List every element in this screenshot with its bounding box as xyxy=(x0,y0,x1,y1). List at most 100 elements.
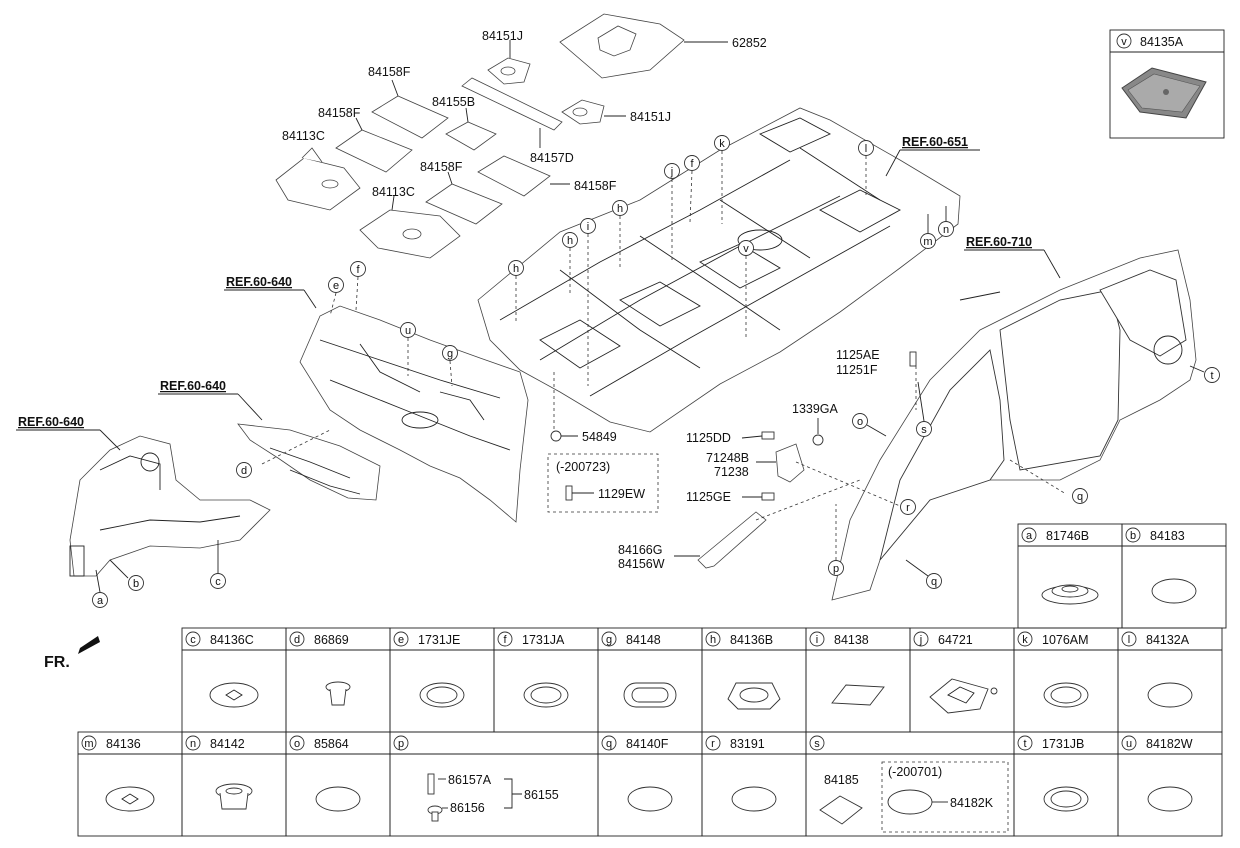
ref-60-640-b: REF.60-640 xyxy=(160,379,226,393)
svg-text:u: u xyxy=(405,325,411,337)
svg-text:k: k xyxy=(719,138,725,150)
part-image-p xyxy=(427,773,435,795)
callout-h1: h xyxy=(508,260,524,322)
callout-k: k xyxy=(714,135,730,224)
callout-d: d xyxy=(236,462,252,478)
table-letter: r xyxy=(711,738,715,750)
part-image-c xyxy=(209,682,259,708)
svg-text:d: d xyxy=(241,465,247,477)
label-200701: (-200701) xyxy=(888,765,942,779)
table-letter: u xyxy=(1126,738,1132,750)
label-1125AE: 1125AE xyxy=(836,348,880,362)
label-1125GE: 1125GE xyxy=(686,490,731,504)
callout-p: p xyxy=(828,504,844,576)
svg-text:b: b xyxy=(133,578,139,590)
callout-n: n xyxy=(938,206,954,237)
table-part: 81746B xyxy=(1046,529,1089,543)
svg-text:h: h xyxy=(567,235,573,247)
label-84185: 84185 xyxy=(824,773,859,787)
svg-text:h: h xyxy=(617,203,623,215)
label-84157D: 84157D xyxy=(530,151,574,165)
label-54849: 54849 xyxy=(582,430,617,444)
label-84158F-2: 84158F xyxy=(318,106,361,120)
svg-text:m: m xyxy=(923,236,932,248)
label-11251F: 11251F xyxy=(836,363,878,377)
callout-i: i xyxy=(580,218,596,386)
ref-60-710: REF.60-710 xyxy=(966,235,1032,249)
front-side-member xyxy=(69,435,271,577)
svg-text:84135A: 84135A xyxy=(1140,35,1184,49)
label-86155: 86155 xyxy=(524,788,559,802)
label-84151J-top: 84151J xyxy=(482,29,523,43)
part-image-s xyxy=(819,795,863,825)
table-letter: g xyxy=(606,634,612,646)
table-part: 84183 xyxy=(1150,529,1185,543)
table-letter: h xyxy=(710,634,716,646)
table-part: 85864 xyxy=(314,737,349,751)
table-part: 84138 xyxy=(834,633,869,647)
table-letter: a xyxy=(1026,530,1033,542)
callout-c: c xyxy=(210,540,226,589)
label-84158F-3: 84158F xyxy=(420,160,463,174)
table-part: 83191 xyxy=(730,737,765,751)
table-letter: t xyxy=(1023,738,1026,750)
table-letter: n xyxy=(190,738,196,750)
callout-q1: q xyxy=(1072,488,1088,504)
floor-pads xyxy=(275,13,728,259)
svg-text:s: s xyxy=(921,424,927,436)
table-part: 64721 xyxy=(938,633,973,647)
callout-s: s xyxy=(916,381,932,437)
cowl-member xyxy=(237,423,381,501)
svg-text:a: a xyxy=(97,595,104,607)
part-image-b xyxy=(1151,578,1197,604)
label-71248B: 71248B xyxy=(706,451,749,465)
svg-text:h: h xyxy=(513,263,519,275)
table-letter: j xyxy=(919,634,922,646)
front-arrow-icon: FR. xyxy=(44,636,100,671)
svg-text:v: v xyxy=(743,243,749,255)
callout-r: r xyxy=(900,499,916,515)
svg-text:p: p xyxy=(833,563,839,575)
table-letter: m xyxy=(84,738,93,750)
letter-callouts: a b c d e f u g h h i h j f k l v m n o … xyxy=(92,135,1220,608)
table-letter: o xyxy=(294,738,300,750)
table-letter: p xyxy=(398,738,404,750)
callout-b: b xyxy=(109,559,144,591)
dash-panel xyxy=(299,305,529,523)
table-letter: l xyxy=(1128,634,1130,646)
table-part: 84182W xyxy=(1146,737,1193,751)
svg-text:c: c xyxy=(215,576,221,588)
label-84158F-1: 84158F xyxy=(368,65,411,79)
callout-f2: f xyxy=(684,155,700,223)
table-part: 84136C xyxy=(210,633,254,647)
svg-text:v: v xyxy=(1121,36,1127,48)
label-71238: 71238 xyxy=(714,465,749,479)
callout-g: g xyxy=(442,345,458,387)
svg-text:j: j xyxy=(670,166,673,178)
table-letter: s xyxy=(814,738,820,750)
callout-h2: h xyxy=(562,232,578,296)
svg-text:t: t xyxy=(1210,370,1213,382)
label-1125DD: 1125DD xyxy=(686,431,731,445)
table-part: 84132A xyxy=(1146,633,1190,647)
svg-text:n: n xyxy=(943,224,949,236)
part-image-i xyxy=(831,684,885,706)
callout-j: j xyxy=(664,163,680,262)
label-1129EW: 1129EW xyxy=(598,487,645,501)
callout-h3: h xyxy=(612,200,628,270)
part-image-l xyxy=(1147,682,1193,708)
label-200723: (-200723) xyxy=(556,460,610,474)
label-84155B: 84155B xyxy=(432,95,475,109)
table-part: 84136B xyxy=(730,633,773,647)
svg-text:e: e xyxy=(333,280,339,292)
table-part: 84140F xyxy=(626,737,669,751)
table-letter: d xyxy=(294,634,300,646)
label-1339GA: 1339GA xyxy=(792,402,839,416)
svg-text:q: q xyxy=(931,576,937,588)
table-part: 1731JA xyxy=(522,633,565,647)
svg-text:l: l xyxy=(865,143,867,155)
svg-text:FR.: FR. xyxy=(44,654,70,671)
part-image-r xyxy=(731,786,777,812)
label-84156W: 84156W xyxy=(618,557,665,571)
